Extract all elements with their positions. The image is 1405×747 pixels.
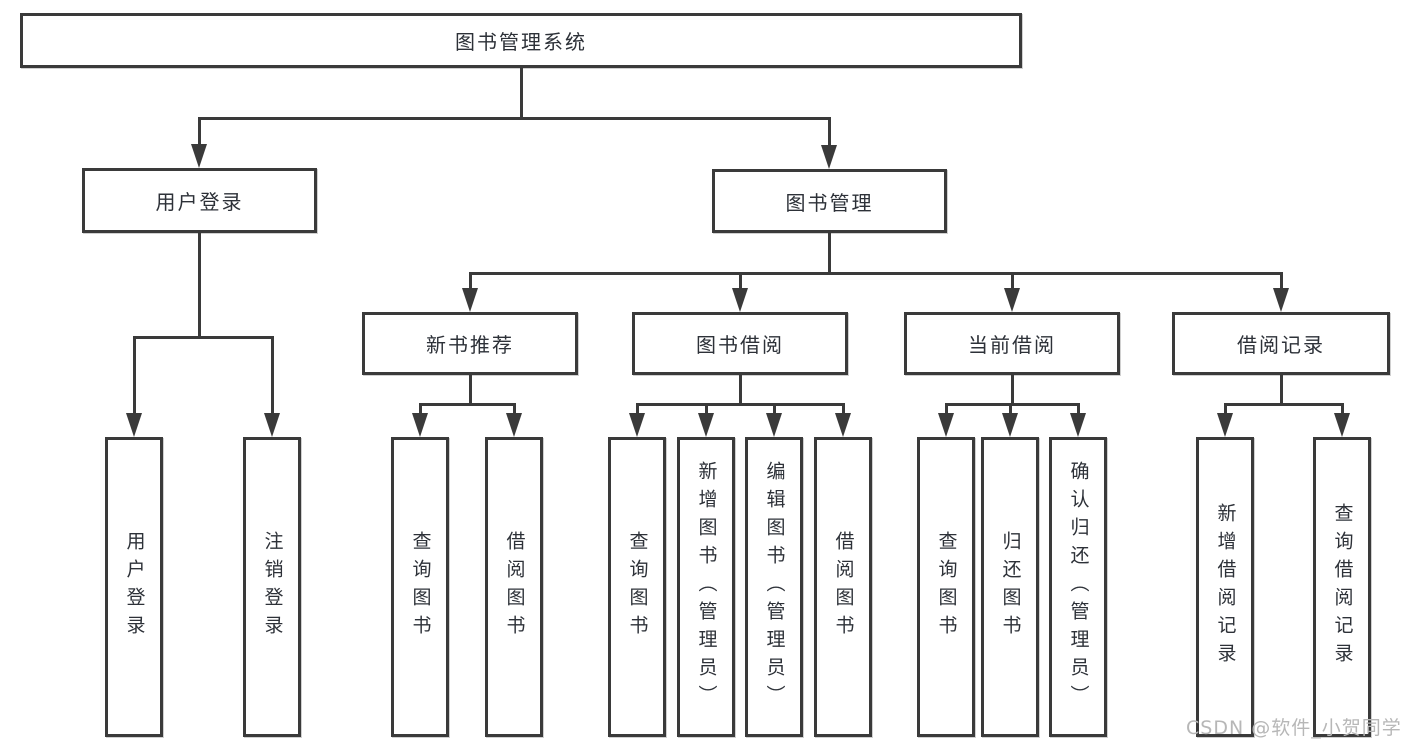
node-user-login: 用户登录 bbox=[82, 168, 317, 233]
arrow-down-icon bbox=[191, 144, 207, 168]
leaf-recommend-borrow-books: 借阅图书 bbox=[485, 437, 543, 737]
arrow-down-icon bbox=[1002, 413, 1018, 437]
connector-stem bbox=[469, 375, 472, 406]
leaf-user-login: 用户登录 bbox=[105, 437, 163, 737]
leaf-borrow-query-books: 查询图书 bbox=[608, 437, 666, 737]
connector-rail bbox=[636, 403, 845, 406]
connector-stem bbox=[1011, 375, 1014, 406]
arrow-down-icon bbox=[938, 413, 954, 437]
connector-stem bbox=[828, 233, 831, 275]
node-current-borrow: 当前借阅 bbox=[904, 312, 1120, 375]
connector-drop bbox=[828, 117, 831, 147]
connector-stem bbox=[1280, 375, 1283, 406]
leaf-current-return-books: 归还图书 bbox=[981, 437, 1039, 737]
connector-rail bbox=[469, 272, 1283, 275]
arrow-down-icon bbox=[732, 288, 748, 312]
arrow-down-icon bbox=[1217, 413, 1233, 437]
arrow-down-icon bbox=[1273, 288, 1289, 312]
connector-drop bbox=[636, 403, 639, 415]
connector-drop bbox=[842, 403, 845, 415]
connector-drop bbox=[739, 272, 742, 290]
leaf-recommend-query-books: 查询图书 bbox=[391, 437, 449, 737]
connector-drop bbox=[198, 117, 201, 146]
connector-drop bbox=[705, 403, 708, 415]
arrow-down-icon bbox=[766, 413, 782, 437]
arrow-down-icon bbox=[126, 413, 142, 437]
watermark: CSDN @软件_小贺同学 bbox=[1186, 717, 1402, 739]
connector-rail bbox=[133, 336, 274, 339]
node-borrow-records: 借阅记录 bbox=[1172, 312, 1390, 375]
leaf-current-query-books: 查询图书 bbox=[917, 437, 975, 737]
arrow-down-icon bbox=[506, 413, 522, 437]
connector-drop bbox=[1077, 403, 1080, 415]
connector-drop bbox=[513, 403, 516, 415]
connector-stem bbox=[198, 233, 201, 339]
node-new-book-recommend: 新书推荐 bbox=[362, 312, 578, 375]
leaf-borrow-borrow-books: 借阅图书 bbox=[814, 437, 872, 737]
connector-drop bbox=[419, 403, 422, 415]
connector-drop bbox=[1341, 403, 1344, 415]
connector-drop bbox=[773, 403, 776, 415]
node-book-management: 图书管理 bbox=[712, 169, 947, 233]
leaf-records-query-borrow-record: 查询借阅记录 bbox=[1313, 437, 1371, 737]
node-book-borrow: 图书借阅 bbox=[632, 312, 848, 375]
connector-stem bbox=[739, 375, 742, 406]
arrow-down-icon bbox=[1004, 288, 1020, 312]
connector-drop bbox=[945, 403, 948, 415]
connector-drop bbox=[1224, 403, 1227, 415]
arrow-down-icon bbox=[821, 145, 837, 169]
leaf-borrow-add-books-admin: 新增图书（管理员） bbox=[677, 437, 735, 737]
connector-stem bbox=[520, 68, 523, 119]
leaf-borrow-edit-books-admin: 编辑图书（管理员） bbox=[745, 437, 803, 737]
node-root-library-system: 图书管理系统 bbox=[20, 13, 1022, 68]
connector-drop bbox=[271, 336, 274, 415]
connector-drop bbox=[133, 336, 136, 415]
connector-drop bbox=[1280, 272, 1283, 290]
connector-rail bbox=[1224, 403, 1344, 406]
arrow-down-icon bbox=[698, 413, 714, 437]
leaf-current-confirm-return-admin: 确认归还（管理员） bbox=[1049, 437, 1107, 737]
arrow-down-icon bbox=[1070, 413, 1086, 437]
connector-drop bbox=[1011, 272, 1014, 290]
arrow-down-icon bbox=[835, 413, 851, 437]
leaf-logout: 注销登录 bbox=[243, 437, 301, 737]
connector-rail bbox=[198, 117, 831, 120]
connector-drop bbox=[469, 272, 472, 290]
arrow-down-icon bbox=[629, 413, 645, 437]
arrow-down-icon bbox=[264, 413, 280, 437]
connector-drop bbox=[1009, 403, 1012, 415]
connector-rail bbox=[419, 403, 516, 406]
connector-rail bbox=[945, 403, 1080, 406]
arrow-down-icon bbox=[412, 413, 428, 437]
leaf-records-add-borrow-record: 新增借阅记录 bbox=[1196, 437, 1254, 737]
arrow-down-icon bbox=[1334, 413, 1350, 437]
arrow-down-icon bbox=[462, 288, 478, 312]
